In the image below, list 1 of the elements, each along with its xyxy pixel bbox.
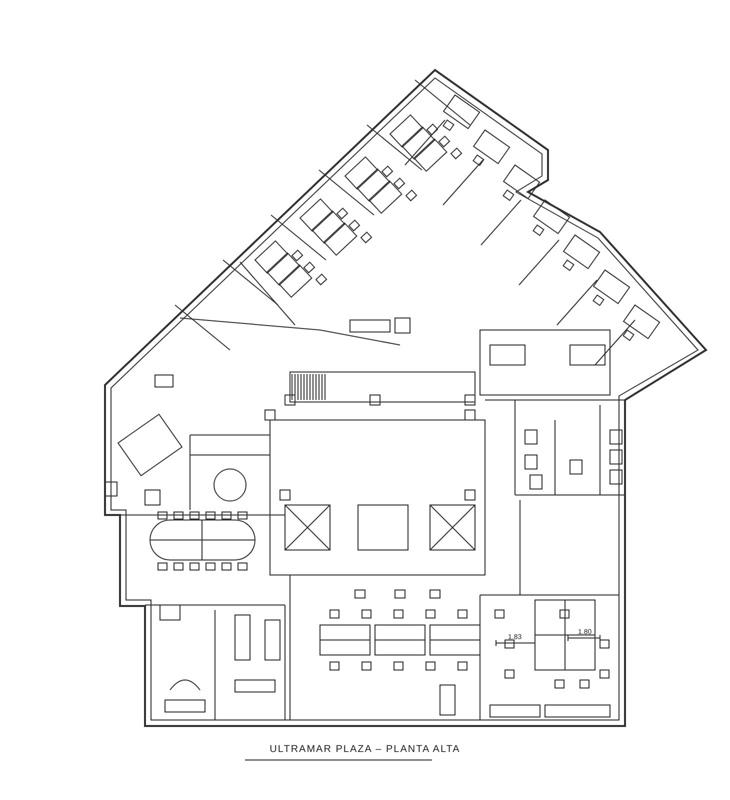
plan-title: ULTRAMAR PLAZA – PLANTA ALTA — [270, 744, 460, 755]
